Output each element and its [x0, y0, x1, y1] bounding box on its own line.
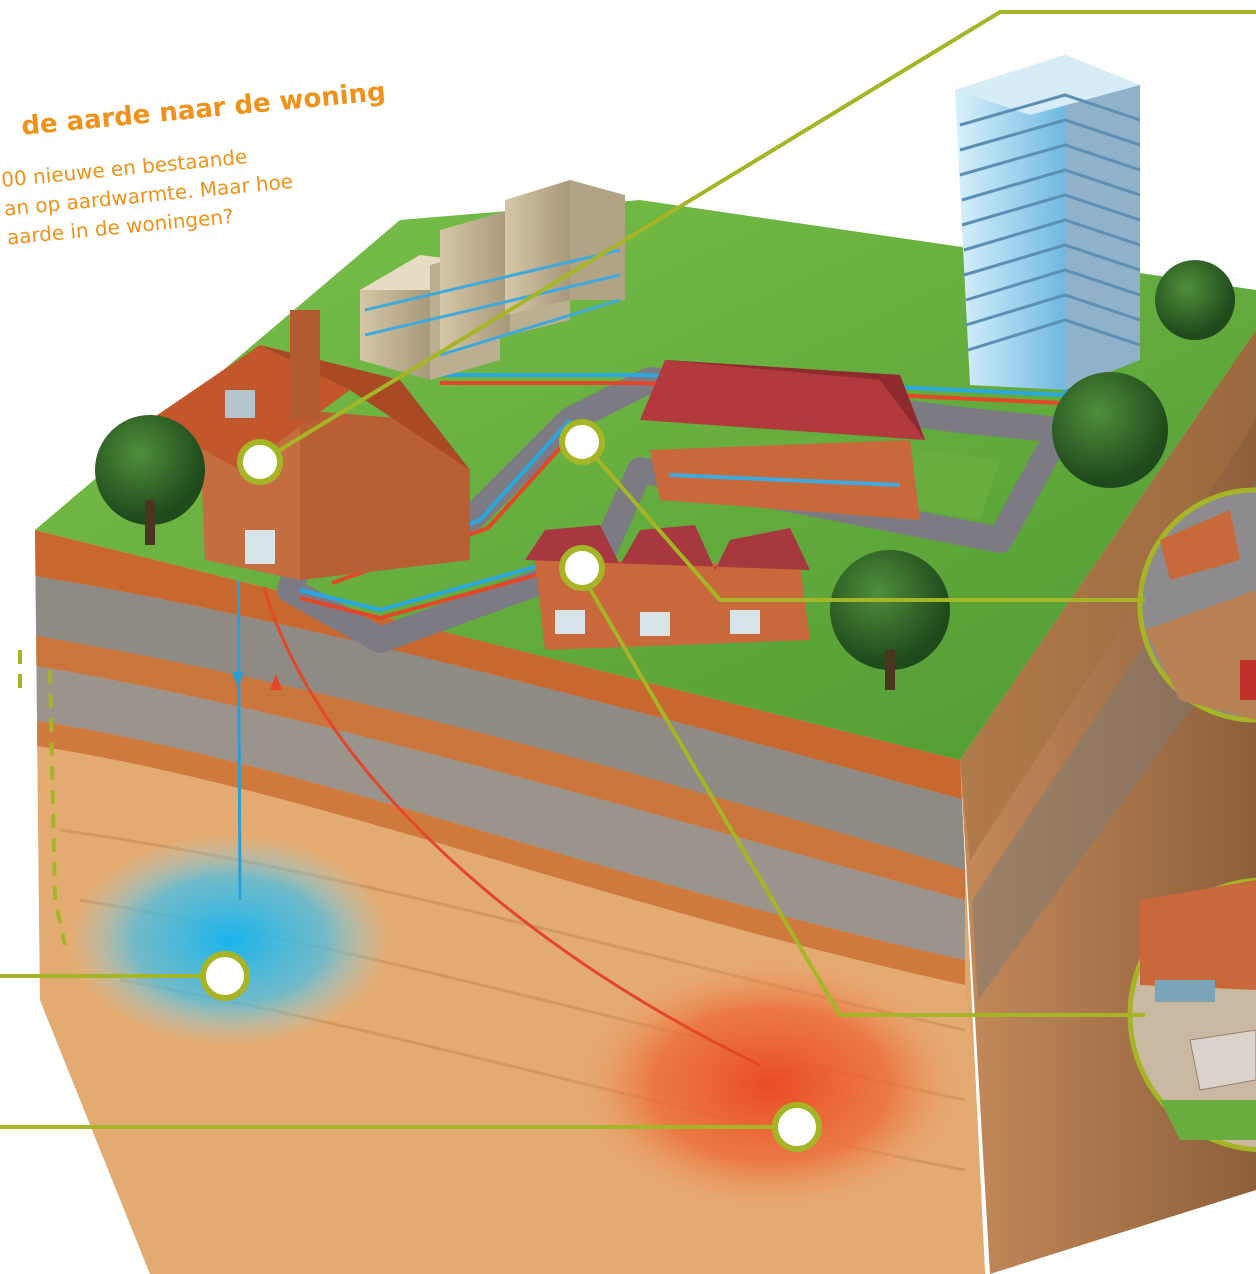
detached-house — [150, 310, 470, 580]
inset-pipes-street — [1137, 487, 1256, 723]
office-tower — [955, 55, 1141, 390]
marker-cold-reservoir[interactable] — [200, 951, 250, 1001]
semi-detached-houses — [525, 525, 810, 650]
stratum-gravel-1 — [35, 575, 965, 870]
hot-production-well — [250, 524, 761, 1067]
callout-line-street — [583, 443, 1145, 602]
dashed-connector — [18, 650, 67, 946]
callout-line-house — [258, 10, 1256, 464]
hot-reservoir — [570, 955, 970, 1215]
right-face-strata — [960, 330, 1256, 860]
callout-line-semi — [578, 570, 1145, 1017]
hot-well-arrow — [270, 674, 282, 690]
marker-street[interactable] — [559, 419, 605, 465]
stratum-clay-top — [35, 530, 965, 800]
callout-lines — [0, 10, 1256, 1129]
stratum-clay-3 — [35, 720, 965, 985]
stratum-gravel-2 — [35, 665, 965, 960]
cold-injection-well — [236, 524, 242, 901]
marker-house[interactable] — [237, 439, 283, 485]
trees — [95, 260, 1235, 690]
terraced-houses — [640, 360, 925, 520]
marker-semi-detached[interactable] — [559, 545, 605, 591]
cold-reservoir — [70, 835, 390, 1045]
stratum-clay-2 — [35, 635, 965, 900]
cold-well-arrow — [232, 672, 244, 688]
apartment-blocks — [360, 180, 625, 380]
marker-hot-reservoir[interactable] — [772, 1102, 822, 1152]
callout-markers — [200, 419, 822, 1152]
